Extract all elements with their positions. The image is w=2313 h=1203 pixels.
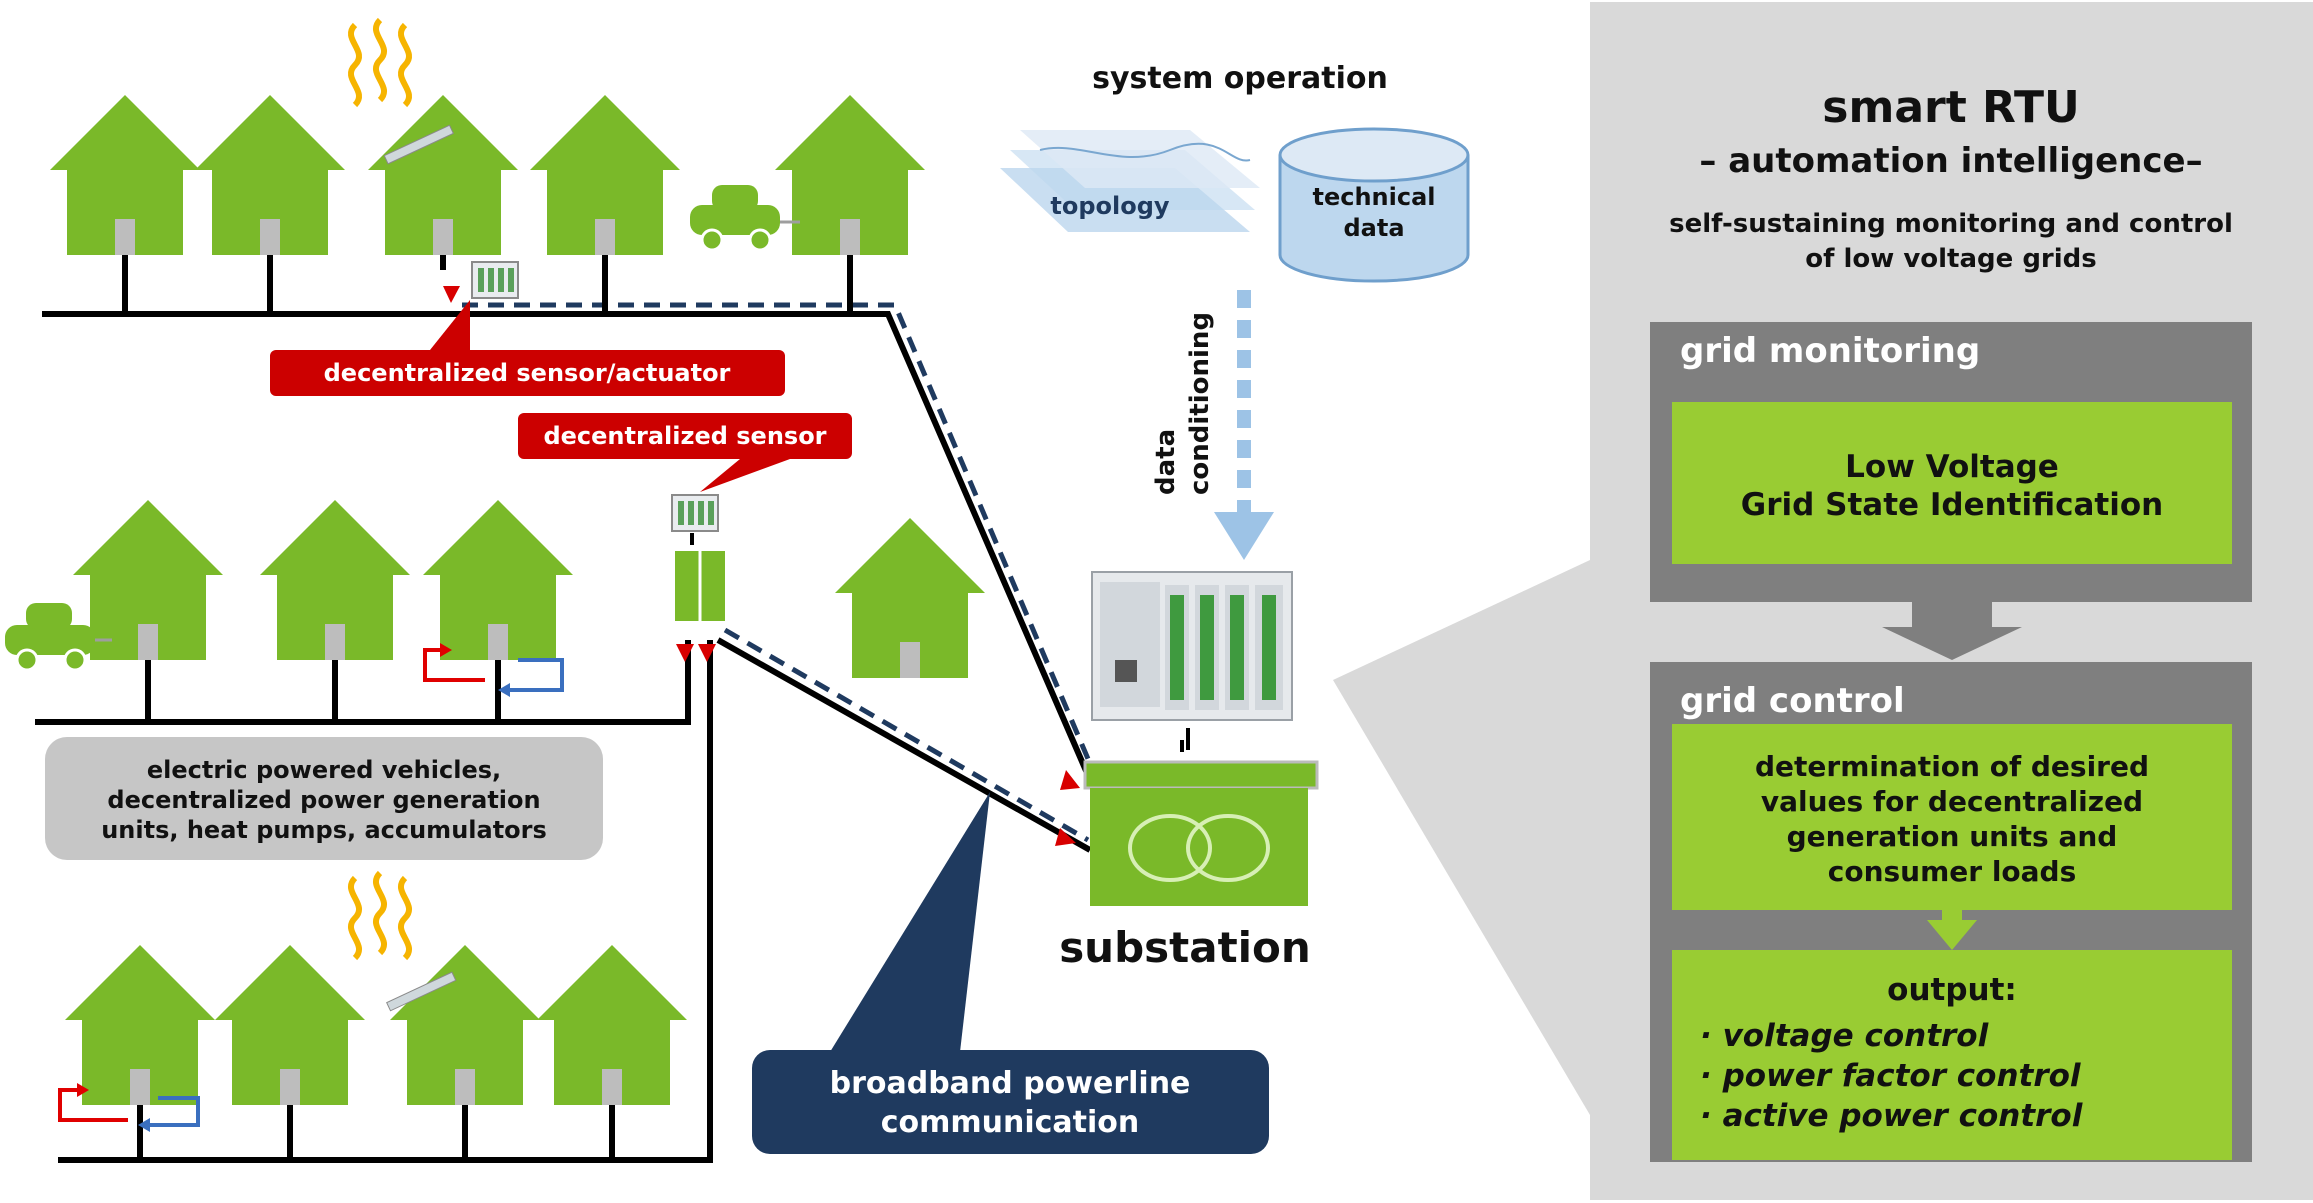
bplc-callout: broadband powerline communication [752,792,1269,1154]
substation-building [1090,788,1308,906]
output-item-active-power: · active power control [1700,1098,2083,1134]
bplc-line1: broadband powerline [830,1066,1191,1101]
substation-group: substation [1059,571,1319,972]
house-3 [368,95,518,255]
feeder-arrows [443,286,1080,846]
determination-box [1672,724,2232,910]
smart-rtu-device [1091,571,1293,721]
determination-line2: values for decentralized [1761,785,2143,818]
bplc-line2: communication [881,1105,1140,1140]
output-box [1672,950,2232,1160]
electric-car-icon-2 [5,603,112,672]
panel-description-line2: of low voltage grids [1805,244,2097,274]
technical-data-line2: data [1343,214,1404,242]
devices-line3: units, heat pumps, accumulators [101,816,547,844]
house-6 [73,500,223,660]
determination-line3: generation units and [1787,820,2118,853]
sun-heat-icon [351,20,409,105]
data-conditioning-line1: data [1151,429,1181,495]
house-10 [65,945,215,1105]
house-4 [530,95,680,255]
panel-subtitle: – automation intelligence– [1699,141,2202,181]
decentralized-sensor-callout: decentralized sensor [518,413,852,492]
devices-line2: decentralized power generation [107,786,540,814]
panel-title: smart RTU [1822,82,2079,133]
monitoring-to-control-arrow [1882,602,2022,660]
decentralized-sensor-actuator-callout: decentralized sensor/actuator [270,300,785,396]
substation-busbar [1083,760,1319,790]
house-row-2 [5,494,985,722]
data-conditioning-line2: conditioning [1185,312,1215,495]
heat-pump-arrows-icon [423,643,564,697]
decentralized-sensor-actuator-label: decentralized sensor/actuator [324,359,731,387]
data-conditioning-arrow [1214,290,1274,560]
house-8 [423,500,573,660]
house-13 [537,945,687,1105]
house-7 [260,500,410,660]
decentralized-sensor-label: decentralized sensor [543,422,826,450]
house-row-3 [58,873,687,1160]
house-12 [390,945,540,1105]
heat-pump-arrows-icon-2 [58,1083,200,1132]
grid-monitoring-header: grid monitoring [1680,331,1980,371]
decentralized-sensor-device [671,494,727,623]
system-operation-label: system operation [1092,61,1388,96]
grid-control-header: grid control [1680,681,1905,721]
grid-state-box [1672,402,2232,564]
smart-rtu-panel: smart RTU – automation intelligence– sel… [1333,2,2313,1200]
devices-info-box: electric powered vehicles, decentralized… [45,737,603,860]
house-5 [775,95,925,255]
system-operation-group: system operation topology technical data [1000,61,1470,560]
determination-to-output-arrow [1927,910,1977,950]
topology-label: topology [1050,192,1170,220]
electric-car-icon [690,185,800,252]
output-title: output: [1887,972,2017,1008]
house-row-1 [50,20,925,314]
devices-line1: electric powered vehicles, [147,756,501,784]
determination-line1: determination of desired [1755,750,2149,783]
output-item-voltage: · voltage control [1700,1018,1989,1054]
solar-panel-icon [383,124,454,165]
solar-panel-icon-2 [386,971,457,1012]
transformer-icon [1128,814,1270,882]
panel-description-line1: self-sustaining monitoring and control [1669,209,2233,239]
house-1 [50,95,200,255]
decentralized-sensor-actuator-device [471,261,519,299]
house-2 [195,95,345,255]
substation-label: substation [1059,923,1311,972]
house-11 [215,945,365,1105]
feeder-lines [35,311,1093,1163]
callout-wedge [1333,560,1590,1115]
grid-state-line2: Grid State Identification [1741,487,2163,523]
output-item-power-factor: · power factor control [1700,1058,2081,1094]
grid-state-line1: Low Voltage [1845,449,2059,485]
technical-data-line1: technical [1312,183,1435,211]
technical-data-cylinder [1278,127,1470,283]
determination-line4: consumer loads [1828,855,2077,888]
house-9 [835,518,985,678]
sun-heat-icon-2 [351,873,409,958]
